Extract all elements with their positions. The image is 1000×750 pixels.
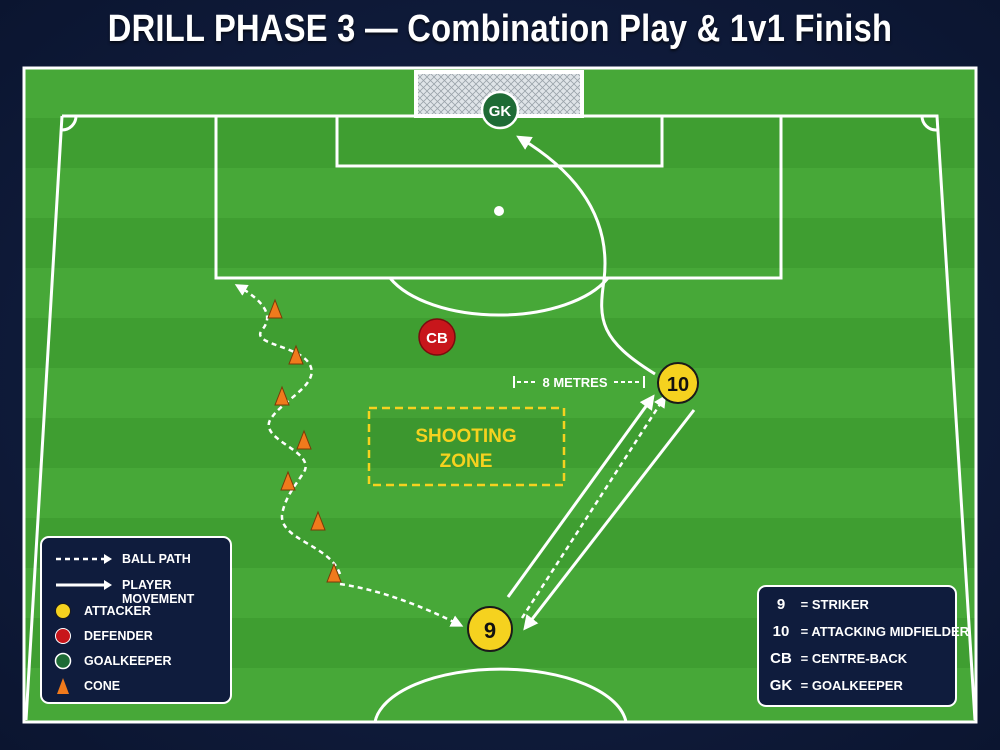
cones [267, 298, 342, 583]
key-row-striker: 9 = STRIKER [776, 596, 869, 613]
cone-1 [267, 298, 283, 319]
solid-arrow-icon [56, 580, 112, 590]
shooting-zone [367, 406, 566, 487]
attacker-dot-icon [55, 603, 71, 619]
pitch-border [22, 66, 978, 724]
player-key: 9 = STRIKER 10 = ATTACKING MIDFIELDER CB… [757, 585, 969, 707]
cone-6 [310, 510, 326, 531]
ball-paths [234, 284, 667, 627]
cone-2 [288, 344, 304, 365]
corner-arc-right [920, 115, 938, 132]
player-10: 10 [657, 362, 699, 404]
defender-dot-icon [55, 628, 71, 644]
cb-label: CB [426, 330, 448, 347]
midfielder-label: 10 [667, 374, 689, 396]
distance-label: 8 METRES [542, 375, 607, 390]
player-movements [506, 135, 696, 631]
cone-3 [274, 385, 290, 406]
key-row-centre-back: CB = CENTRE-BACK [770, 650, 908, 667]
corner-arc-left [61, 115, 78, 132]
cone-5 [280, 470, 296, 491]
return-pass-run [523, 409, 696, 631]
ball-path-dribble [234, 284, 342, 575]
ball-path-to-striker [339, 582, 464, 627]
legend-goalkeeper: GOALKEEPER [42, 650, 230, 672]
legend-cone: CONE [42, 675, 230, 697]
zone-label-1: SHOOTING [415, 426, 516, 447]
cone-4 [296, 429, 312, 450]
penalty-spot [494, 206, 504, 216]
legend-defender: DEFENDER [42, 625, 230, 647]
legend-attacker: ATTACKER [42, 600, 230, 622]
ball-path-pass-to-10 [520, 394, 667, 619]
centre-circle [373, 667, 628, 723]
run-10-to-goal [516, 135, 656, 376]
legend-ball-path: BALL PATH [42, 548, 230, 570]
player-cb: CB [418, 318, 456, 356]
legend: BALL PATH PLAYER MOVEMENT ATTACKER DEFEN… [40, 536, 232, 704]
striker-label: 9 [484, 618, 496, 643]
cone-7 [326, 562, 342, 583]
gk-label: GK [489, 103, 512, 120]
player-9: 9 [467, 606, 513, 652]
diagram-title: DRILL PHASE 3 — Combination Play & 1v1 F… [107, 8, 893, 50]
pitch-markings [24, 114, 977, 723]
penalty-arc [388, 277, 610, 317]
legend-player-movement: PLAYER MOVEMENT [42, 574, 230, 606]
goalkeeper-dot-icon [54, 652, 72, 670]
run-9-to-10 [506, 394, 655, 598]
cone-icon [57, 678, 69, 694]
player-gk: GK [480, 90, 520, 130]
dashed-arrow-icon [56, 554, 112, 564]
key-row-goalkeeper: GK = GOALKEEPER [769, 677, 903, 694]
zone-label-2: ZONE [440, 451, 493, 472]
distance-marker: 8 METRES [513, 375, 645, 390]
key-row-midfielder: 10 = ATTACKING MIDFIELDER [772, 623, 970, 640]
